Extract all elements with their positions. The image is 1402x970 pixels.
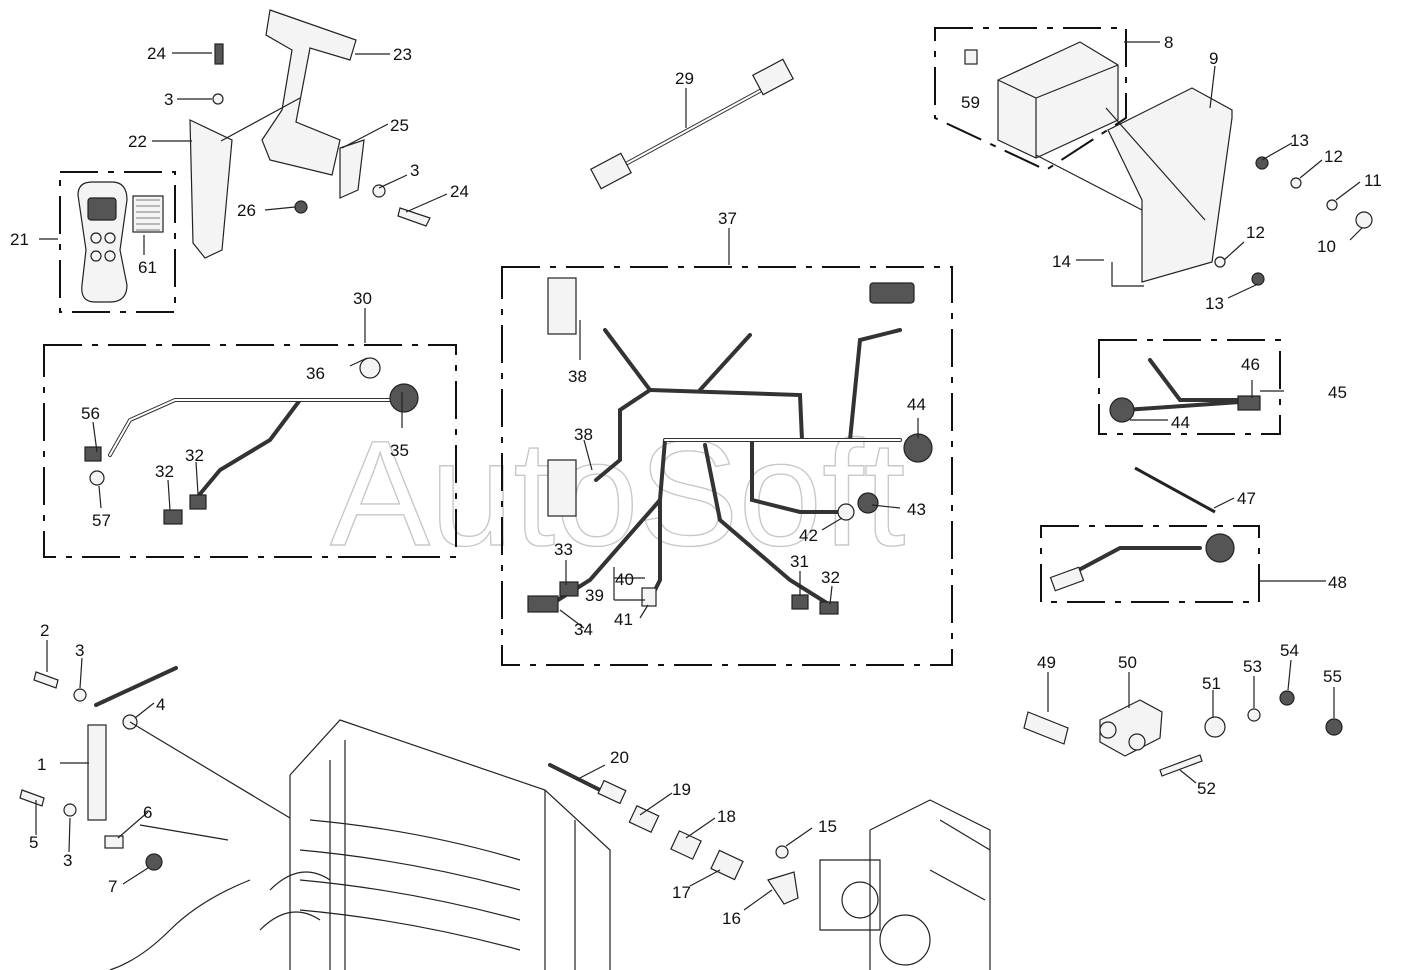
leader-lines bbox=[35, 41, 1363, 911]
callout-14: 14 bbox=[1052, 252, 1071, 271]
machine-frame-part bbox=[109, 719, 991, 970]
callout-33: 33 bbox=[554, 540, 573, 559]
callout-34: 34 bbox=[574, 620, 593, 639]
group-box-30 bbox=[43, 344, 457, 558]
callout-36: 36 bbox=[306, 364, 325, 383]
fittings-part bbox=[1023, 690, 1343, 777]
callout-47: 47 bbox=[1237, 489, 1256, 508]
callout-3: 3 bbox=[63, 851, 72, 870]
group-box-8 bbox=[934, 27, 1127, 172]
callout-54: 54 bbox=[1280, 641, 1299, 660]
callout-4: 4 bbox=[156, 695, 165, 714]
callout-40: 40 bbox=[615, 570, 634, 589]
hydraulic-fittings-part bbox=[548, 763, 799, 905]
remote-control-part bbox=[77, 181, 164, 303]
callout-8: 8 bbox=[1164, 33, 1173, 52]
callout-19: 19 bbox=[672, 780, 691, 799]
callout-39: 39 bbox=[585, 586, 604, 605]
callout-20: 20 bbox=[610, 748, 629, 767]
callout-55: 55 bbox=[1323, 667, 1342, 686]
group-box-37 bbox=[501, 266, 953, 666]
callout-13: 13 bbox=[1205, 294, 1224, 313]
callout-12: 12 bbox=[1324, 147, 1343, 166]
callout-24: 24 bbox=[147, 44, 166, 63]
callout-22: 22 bbox=[128, 132, 147, 151]
callout-30: 30 bbox=[353, 289, 372, 308]
callout-59: 59 bbox=[961, 93, 980, 112]
callout-23: 23 bbox=[393, 45, 412, 64]
harness-37-part bbox=[527, 277, 933, 615]
callout-3: 3 bbox=[164, 90, 173, 109]
callout-32: 32 bbox=[821, 568, 840, 587]
callout-46: 46 bbox=[1241, 355, 1260, 374]
callout-6: 6 bbox=[143, 803, 152, 822]
callout-31: 31 bbox=[790, 552, 809, 571]
callout-44: 44 bbox=[1171, 413, 1190, 432]
callout-42: 42 bbox=[799, 526, 818, 545]
callout-17: 17 bbox=[672, 883, 691, 902]
callout-51: 51 bbox=[1202, 674, 1221, 693]
callout-2: 2 bbox=[40, 621, 49, 640]
callout-26: 26 bbox=[237, 201, 256, 220]
callout-12: 12 bbox=[1246, 223, 1265, 242]
callout-41: 41 bbox=[614, 610, 633, 629]
callout-44: 44 bbox=[907, 395, 926, 414]
watermark: AutoSoft bbox=[330, 409, 905, 577]
callout-1: 1 bbox=[37, 755, 46, 774]
callout-10: 10 bbox=[1317, 237, 1336, 256]
harness-30-part bbox=[84, 357, 419, 525]
callout-16: 16 bbox=[722, 909, 741, 928]
callout-32: 32 bbox=[185, 446, 204, 465]
group-box-45 bbox=[1098, 339, 1281, 435]
callout-18: 18 bbox=[717, 807, 736, 826]
callout-32: 32 bbox=[155, 462, 174, 481]
callout-57: 57 bbox=[92, 511, 111, 530]
callout-5: 5 bbox=[29, 833, 38, 852]
callout-13: 13 bbox=[1290, 131, 1309, 150]
callout-9: 9 bbox=[1209, 49, 1218, 68]
callout-labels: 1 2 3 3 3 3 4 5 6 7 8 9 10 11 12 12 13 1… bbox=[10, 33, 1382, 928]
callout-45: 45 bbox=[1328, 383, 1347, 402]
callout-37: 37 bbox=[718, 209, 737, 228]
callout-21: 21 bbox=[10, 230, 29, 249]
callout-35: 35 bbox=[390, 441, 409, 460]
callout-24: 24 bbox=[450, 182, 469, 201]
cable-29-part bbox=[590, 58, 794, 190]
callout-3: 3 bbox=[75, 641, 84, 660]
callout-50: 50 bbox=[1118, 653, 1137, 672]
callout-15: 15 bbox=[818, 817, 837, 836]
callout-11: 11 bbox=[1364, 171, 1382, 190]
control-box-part bbox=[964, 41, 1373, 286]
callout-38: 38 bbox=[568, 367, 587, 386]
callout-38: 38 bbox=[574, 425, 593, 444]
group-box-48 bbox=[1040, 525, 1260, 603]
callout-29: 29 bbox=[675, 69, 694, 88]
callout-56: 56 bbox=[81, 404, 100, 423]
callout-25: 25 bbox=[390, 116, 409, 135]
harness-45-part bbox=[1049, 358, 1261, 592]
callout-43: 43 bbox=[907, 500, 926, 519]
callout-52: 52 bbox=[1197, 779, 1216, 798]
mounting-bracket-part bbox=[189, 9, 431, 259]
callout-49: 49 bbox=[1037, 653, 1056, 672]
callout-48: 48 bbox=[1328, 573, 1347, 592]
callout-3: 3 bbox=[410, 161, 419, 180]
callout-61: 61 bbox=[138, 258, 157, 277]
actuator-part bbox=[19, 666, 178, 871]
callout-7: 7 bbox=[108, 877, 117, 896]
callout-53: 53 bbox=[1243, 657, 1262, 676]
